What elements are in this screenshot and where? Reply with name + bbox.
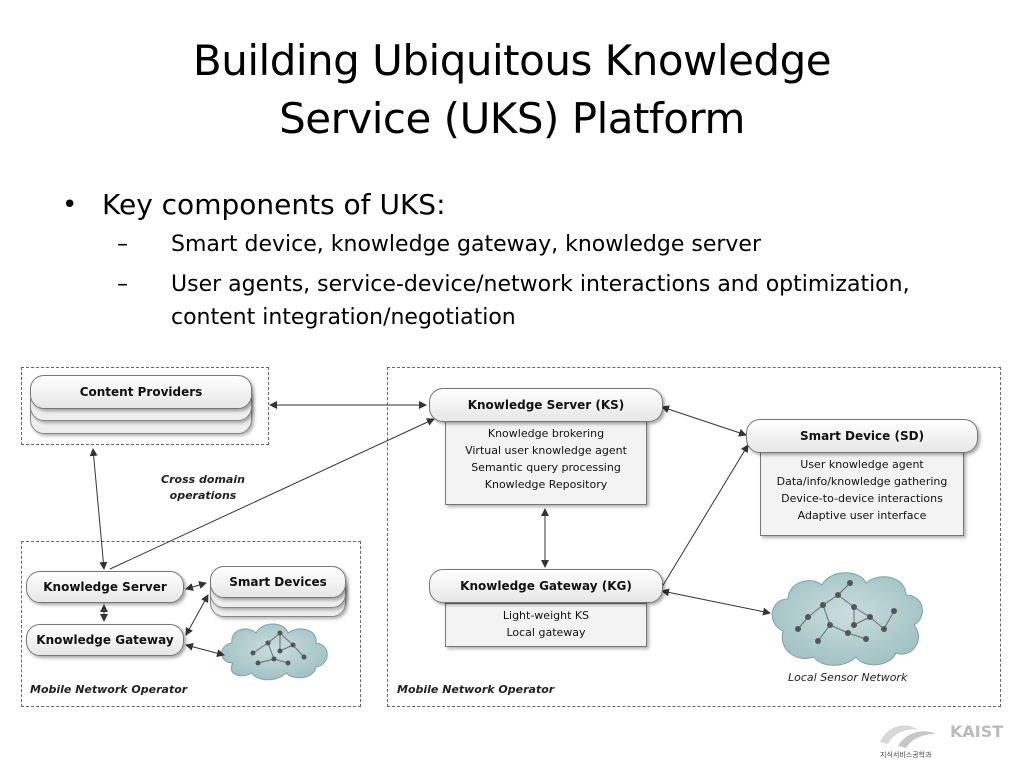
cross-domain-line-2: operations (169, 489, 237, 502)
smart-devices-node: Smart Devices (210, 566, 346, 598)
ks-node: Knowledge Server (KS) (429, 388, 663, 422)
sd-node: Smart Device (SD) (746, 419, 978, 453)
sd-item-1: User knowledge agent (800, 458, 924, 471)
sd-item-4: Adaptive user interface (797, 509, 927, 522)
kg-item-2: Local gateway (506, 626, 586, 639)
content-providers-region (21, 367, 269, 445)
kss-logo-icon (880, 725, 936, 748)
ks-item-4: Knowledge Repository (484, 478, 608, 491)
left-knowledge-gateway-node: Knowledge Gateway (26, 624, 184, 656)
kaist-logo-text: KAIST (950, 722, 1004, 741)
left-knowledge-server-node: Knowledge Server (26, 571, 184, 603)
bullet-main: • Key components of UKS: (60, 186, 1000, 224)
dash-icon: – (117, 272, 128, 297)
left-operator-label: Mobile Network Operator (30, 683, 188, 696)
local-sensor-cloud-icon (771, 572, 923, 666)
ks-item-1: Knowledge brokering (487, 427, 605, 440)
kaist-logo: KAIST 지식서비스공학과 (878, 720, 1018, 762)
left-operator-region (21, 541, 361, 707)
sd-detail-box: User knowledge agent Data/info/knowledge… (760, 452, 964, 536)
uks-architecture-diagram: Content Providers Cross domain operation… (18, 363, 1003, 710)
ks-item-2: Virtual user knowledge agent (465, 444, 627, 457)
slide-title: Building Ubiquitous Knowledge Service (U… (0, 32, 1024, 148)
left-sensor-cloud-icon (221, 623, 328, 681)
sub-bullet-2-text: User agents, service-device/network inte… (171, 272, 910, 330)
bullet-main-text: Key components of UKS: (102, 188, 446, 221)
sub-bullet-2: – User agents, service-device/network in… (117, 268, 931, 334)
ks-item-3: Semantic query processing (471, 461, 621, 474)
bullet-dot-icon: • (62, 190, 78, 220)
cross-domain-label: Cross domain operations (148, 472, 258, 504)
local-sensor-network-label: Local Sensor Network (788, 671, 908, 684)
kg-detail-box: Light-weight KS Local gateway (445, 603, 647, 647)
connector-layer (89, 401, 923, 681)
bullet-list: • Key components of UKS: – Smart device,… (60, 186, 1000, 334)
content-providers-node: Content Providers (30, 375, 252, 409)
ks-detail-box: Knowledge brokering Virtual user knowled… (445, 421, 647, 505)
sub-bullet-1-text: Smart device, knowledge gateway, knowled… (171, 232, 762, 257)
title-line-2: Service (UKS) Platform (279, 94, 745, 143)
right-operator-region (387, 367, 1001, 707)
dash-icon: – (117, 232, 128, 257)
kg-item-1: Light-weight KS (502, 609, 590, 622)
sub-bullet-1: – Smart device, knowledge gateway, knowl… (117, 228, 1000, 261)
sd-item-3: Device-to-device interactions (781, 492, 943, 505)
kaist-logo-subtext: 지식서비스공학과 (880, 751, 932, 759)
title-line-1: Building Ubiquitous Knowledge (192, 36, 832, 85)
kg-node: Knowledge Gateway (KG) (429, 569, 663, 603)
right-operator-label: Mobile Network Operator (397, 683, 555, 696)
sd-item-2: Data/info/knowledge gathering (776, 475, 948, 488)
cross-domain-line-1: Cross domain (161, 473, 245, 486)
